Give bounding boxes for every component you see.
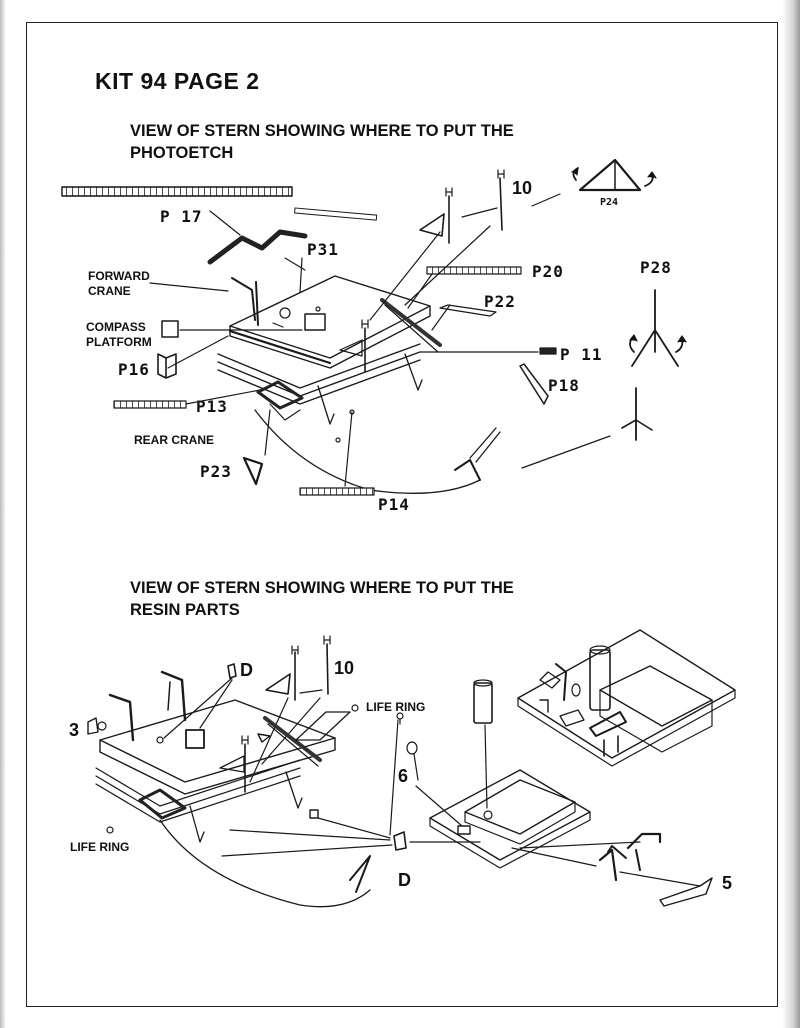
part-p23: P23 — [200, 462, 232, 481]
resin-part-1-funnel — [473, 682, 493, 724]
part-p16: P16 — [118, 360, 150, 379]
section1-heading-line1: VIEW OF STERN SHOWING WHERE TO PUT THE — [130, 122, 514, 140]
p17-zigzag — [207, 229, 308, 265]
page-shadow-left — [0, 0, 6, 1028]
page-border — [26, 22, 778, 1007]
resin-deckhouse-base — [429, 769, 591, 861]
compass-platform-label-1: COMPASS — [86, 320, 146, 334]
forward-crane-label-1: FORWARD — [88, 269, 150, 283]
part-p14: P14 — [378, 495, 410, 514]
part-d-top: D — [240, 660, 253, 680]
part-d-bottom: D — [398, 870, 411, 890]
part-3: 3 — [69, 720, 80, 740]
part-p11: P 11 — [560, 345, 603, 364]
section2-heading-line2: RESIN PARTS — [130, 601, 240, 619]
p17-ladder-strip — [61, 186, 293, 197]
stern-hull-line — [254, 409, 481, 494]
page-shadow-right — [782, 0, 800, 1028]
part-p24: P24 — [600, 197, 619, 208]
part-10: 10 — [512, 178, 533, 198]
resin-part-5-boat — [659, 877, 713, 907]
p24-triangle — [578, 158, 642, 192]
part-10-resin: 10 — [334, 658, 355, 678]
part-p31: P31 — [307, 240, 339, 259]
rear-crane-label: REAR CRANE — [134, 433, 215, 447]
section2-heading-line1: VIEW OF STERN SHOWING WHERE TO PUT THE — [130, 579, 514, 597]
part-5: 5 — [722, 873, 733, 893]
part-p17: P 17 — [160, 207, 203, 226]
part-p18: P18 — [548, 376, 580, 395]
section1-heading-line2: PHOTOETCH — [130, 144, 234, 162]
page-title: KIT 94 PAGE 2 — [95, 68, 260, 94]
part-6: 6 — [398, 766, 409, 786]
p31-rod — [294, 207, 378, 221]
life-ring-label-top: LIFE RING — [366, 700, 426, 714]
life-ring-label-left: LIFE RING — [70, 840, 130, 854]
part-p28: P28 — [640, 258, 672, 277]
compass-platform-label-2: PLATFORM — [86, 335, 152, 349]
part-p22: P22 — [484, 292, 516, 311]
forward-crane-label-2: CRANE — [88, 284, 131, 298]
part-p13: P13 — [196, 397, 228, 416]
part-p20: P20 — [532, 262, 564, 281]
